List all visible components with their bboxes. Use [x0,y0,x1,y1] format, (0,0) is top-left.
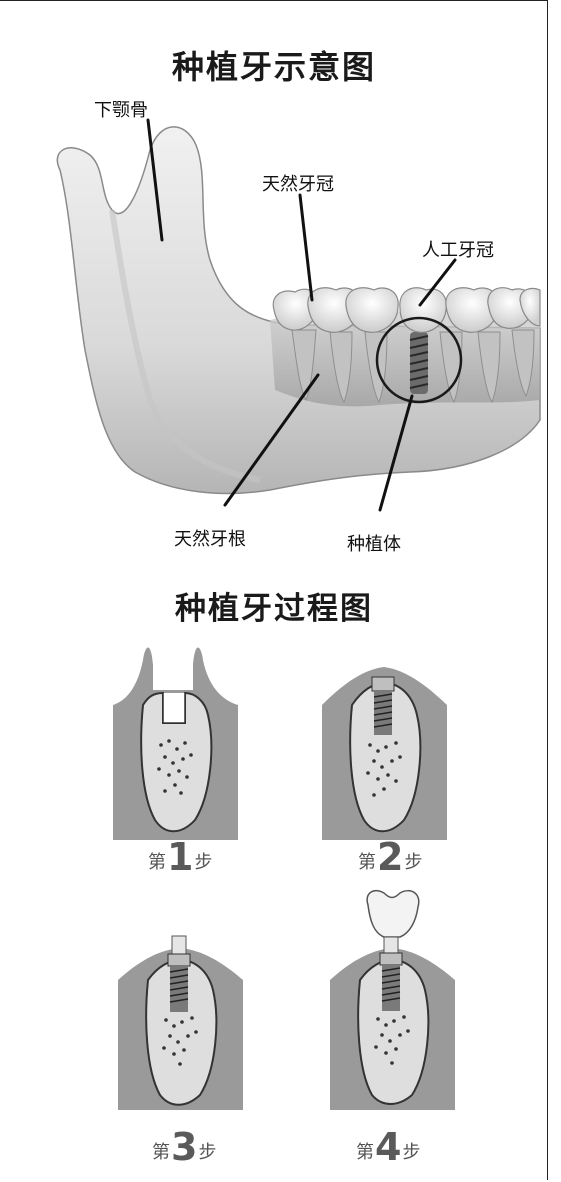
step-1-caption: 第 1 步 [148,840,212,874]
step-1-number: 1 [167,840,193,874]
step-3-caption: 第 3 步 [152,1130,216,1164]
step-4-illustration [330,885,455,1110]
mandible-illustration [0,100,548,520]
step-3-suffix: 步 [198,1138,216,1164]
step-1-illustration [113,645,238,840]
step-3-illustration [118,900,243,1110]
step-4-suffix: 步 [402,1138,420,1164]
label-mandible: 下颚骨 [94,96,148,122]
step-2-illustration [322,645,447,840]
step-3-number: 3 [171,1130,197,1164]
process-title: 种植牙过程图 [0,583,548,628]
label-natural-root: 天然牙根 [174,525,246,551]
step-1-suffix: 步 [194,848,212,874]
label-artificial-crown: 人工牙冠 [422,236,494,262]
diagram-title: 种植牙示意图 [0,42,548,88]
label-natural-crown: 天然牙冠 [262,170,334,196]
step-2-number: 2 [377,840,403,874]
step-2-caption: 第 2 步 [358,840,422,874]
step-4-caption: 第 4 步 [356,1130,420,1164]
step-3-prefix: 第 [152,1138,170,1164]
step-1-prefix: 第 [148,848,166,874]
step-2-prefix: 第 [358,848,376,874]
step-4-number: 4 [375,1130,401,1164]
step-4-prefix: 第 [356,1138,374,1164]
label-implant-body: 种植体 [347,530,401,556]
step-2-suffix: 步 [404,848,422,874]
